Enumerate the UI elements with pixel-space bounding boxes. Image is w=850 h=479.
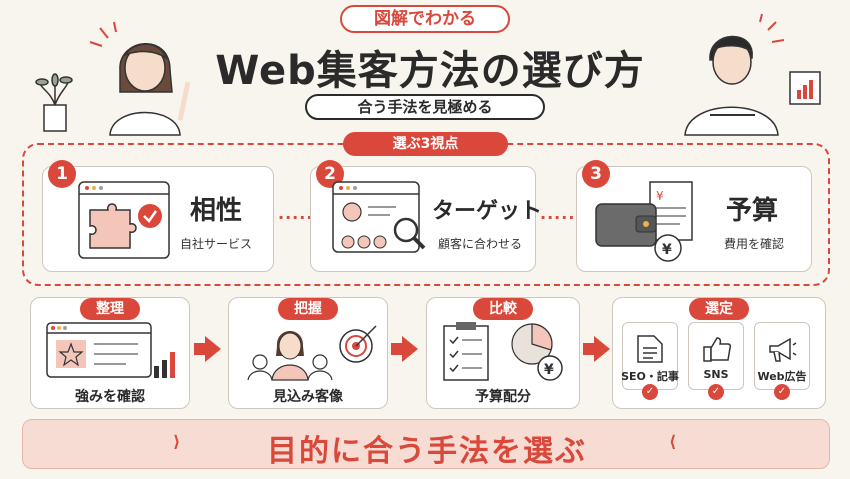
header-badge: 図解でわかる (340, 5, 510, 33)
check-icon: ✓ (708, 384, 724, 400)
arrow-stem (583, 343, 595, 355)
document-icon (637, 335, 663, 363)
right-arrow-icon (594, 336, 610, 362)
viewpoint-title-3: 予算 (726, 196, 779, 226)
viewpoints-label: 選ぶ3視点 (343, 132, 508, 156)
channel-card-ads (754, 322, 810, 390)
step-label-1: 整理 (80, 298, 140, 320)
yen-symbol: ¥ (656, 189, 664, 203)
emphasis-lines-icon (89, 21, 117, 47)
channel-label-seo: SEO・記事 (621, 370, 679, 383)
yen-symbol: ¥ (662, 242, 672, 258)
chart-frame-icon (789, 71, 821, 105)
viewpoint-sub-1: 自社サービス (180, 237, 253, 251)
budget-wallet-icon: ¥ ¥ (595, 181, 693, 262)
viewpoint-sub-3: 費用を確認 (724, 237, 785, 251)
dotted-arrow-icon: ·····› (278, 208, 321, 227)
woman-illustration (35, 21, 191, 136)
puzzle-browser-icon (78, 181, 170, 259)
spark-left-icon: ⟩ (173, 432, 181, 451)
page-title: Web集客方法の選び方 (215, 48, 645, 94)
thumbs-up-icon (703, 337, 732, 362)
persona-target-icon (247, 325, 377, 381)
channel-label-ads: Web広告 (757, 370, 807, 383)
conclusion-banner: 目的に合う手法を選ぶ ⟩ ⟨ (22, 419, 830, 469)
page-subtitle: 合う手法を見極める (305, 94, 545, 120)
check-icon: ✓ (642, 384, 658, 400)
arrow-stem (391, 343, 403, 355)
step-caption-3: 予算配分 (475, 389, 531, 405)
viewpoint-number-3: 3 (582, 160, 610, 188)
step-caption-1: 強みを確認 (75, 389, 145, 405)
right-arrow-icon (402, 336, 418, 362)
check-icon: ✓ (774, 384, 790, 400)
budget-compare-icon: ¥ (443, 322, 563, 381)
channel-label-sns: SNS (703, 368, 729, 381)
man-icon (684, 35, 779, 136)
step-caption-2: 見込み客像 (273, 389, 343, 405)
plant-icon (35, 73, 73, 132)
viewpoint-title-2: ターゲット (432, 199, 543, 224)
emphasis-lines-icon (759, 13, 785, 43)
viewpoint-number-1: 1 (48, 160, 76, 188)
dotted-arrow-icon: ·····› (540, 208, 583, 227)
strength-browser-icon (46, 322, 175, 378)
viewpoint-sub-2: 顧客に合わせる (438, 237, 523, 251)
man-illustration (684, 13, 821, 136)
woman-icon (109, 43, 191, 136)
target-profile-icon (332, 181, 426, 253)
yen-symbol: ¥ (544, 362, 554, 378)
step-label-4: 選定 (689, 298, 749, 320)
spark-right-icon: ⟨ (669, 432, 677, 451)
megaphone-icon (769, 337, 797, 362)
right-arrow-icon (205, 336, 221, 362)
step-label-2: 把握 (278, 298, 338, 320)
arrow-stem (194, 343, 206, 355)
viewpoint-title-1: 相性 (190, 196, 243, 226)
conclusion-text: 目的に合う手法を選ぶ (267, 434, 587, 469)
step-label-3: 比較 (473, 298, 533, 320)
